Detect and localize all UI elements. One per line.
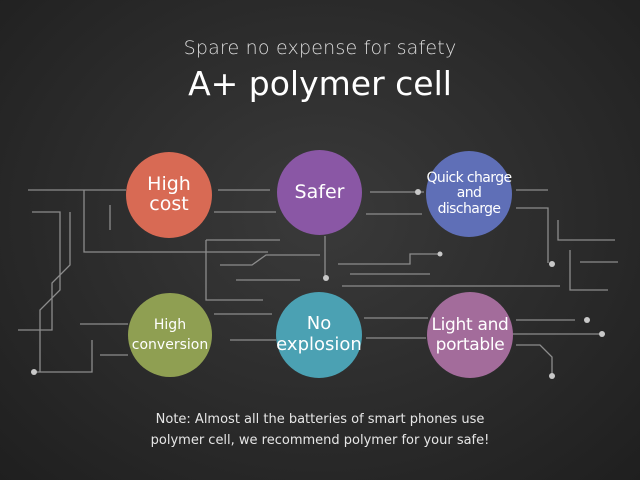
feature-line: explosion bbox=[276, 334, 362, 355]
feature-line: portable bbox=[435, 335, 505, 355]
feature-line: cost bbox=[149, 193, 189, 215]
feature-line: No bbox=[306, 313, 332, 335]
feature-line: Quick charge bbox=[426, 169, 513, 186]
footnote-line: Note: Almost all the batteries of smart … bbox=[155, 412, 485, 427]
feature-bubble-quick-charge: Quick charge and discharge bbox=[426, 151, 512, 237]
feature-bubble-safer: Safer bbox=[277, 150, 362, 235]
feature-line: and bbox=[456, 185, 482, 202]
footnote-line: polymer cell, we recommend polymer for y… bbox=[150, 432, 490, 448]
feature-bubble-high-cost: High cost bbox=[126, 152, 212, 238]
feature-line: High bbox=[153, 316, 187, 333]
page-title: A+ polymer cell bbox=[188, 64, 452, 103]
feature-bubble-no-explosion: No explosion bbox=[276, 292, 362, 378]
feature-line: conversion bbox=[131, 337, 209, 353]
subtitle: Spare no expense for safety bbox=[183, 37, 457, 59]
feature-bubble-high-conversion: High conversion bbox=[128, 293, 212, 377]
feature-line: Safer bbox=[294, 180, 345, 203]
feature-line: Light and bbox=[431, 314, 509, 335]
feature-line: High bbox=[147, 173, 191, 196]
feature-line: discharge bbox=[437, 200, 501, 217]
feature-bubble-light-portable: Light and portable bbox=[427, 292, 513, 378]
footnote: Note: Almost all the batteries of smart … bbox=[0, 410, 640, 452]
